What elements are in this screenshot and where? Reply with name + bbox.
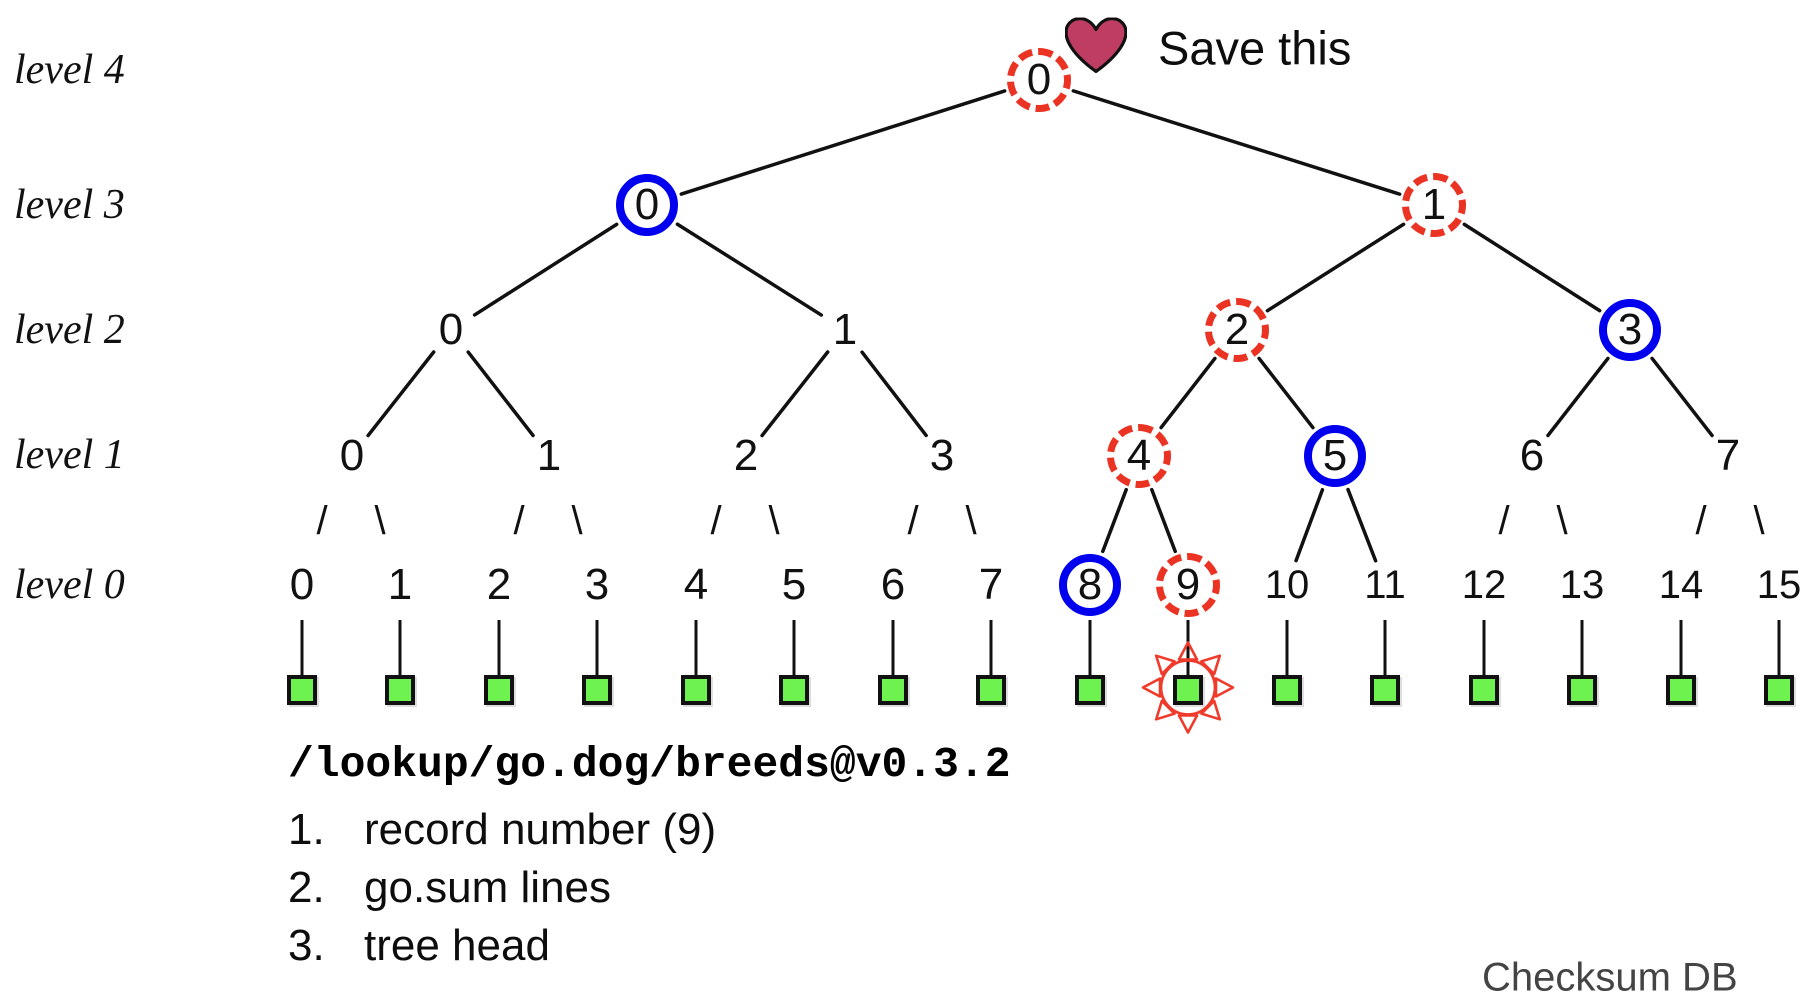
tree-node-l0-15[interactable]: 15 xyxy=(1756,563,1800,607)
lookup-response-list: 1. record number (9) 2. go.sum lines 3. … xyxy=(288,805,716,979)
list-item-text: record number (9) xyxy=(364,805,717,854)
record-box-13[interactable] xyxy=(1567,675,1597,705)
leaf-stem-12 xyxy=(1482,620,1486,675)
leaf-stem-2 xyxy=(497,620,501,675)
leaf-connector-8: / xyxy=(1498,499,1510,543)
leaf-stem-1 xyxy=(398,620,402,675)
tree-node-l3-0[interactable]: 0 xyxy=(616,174,678,236)
record-box-10[interactable] xyxy=(1272,675,1302,705)
tree-node-l1-0[interactable]: 0 xyxy=(339,431,365,480)
leaf-connector-0: / xyxy=(316,499,328,543)
tree-node-l0-9[interactable]: 9 xyxy=(1156,553,1220,617)
save-this-label: Save this xyxy=(1158,21,1352,75)
record-box-11[interactable] xyxy=(1370,675,1400,705)
level-label-2: level 2 xyxy=(14,307,125,353)
list-item-number: 2. xyxy=(288,863,325,912)
leaf-stem-0 xyxy=(300,620,304,675)
tree-node-l0-1[interactable]: 1 xyxy=(387,560,413,609)
record-box-1[interactable] xyxy=(385,675,415,705)
record-box-3[interactable] xyxy=(582,675,612,705)
leaf-stem-6 xyxy=(891,620,895,675)
record-box-9[interactable] xyxy=(1173,675,1203,705)
tree-node-l2-3[interactable]: 3 xyxy=(1599,299,1661,361)
leaf-stem-14 xyxy=(1679,620,1683,675)
leaf-connector-6: / xyxy=(907,499,919,543)
record-box-0[interactable] xyxy=(287,675,317,705)
leaf-connector-2: / xyxy=(513,499,525,543)
record-box-4[interactable] xyxy=(681,675,711,705)
tree-node-l0-10[interactable]: 10 xyxy=(1264,563,1310,607)
lookup-path: /lookup/go.dog/breeds@v0.3.2 xyxy=(288,740,1011,789)
record-box-7[interactable] xyxy=(976,675,1006,705)
leaf-stem-8 xyxy=(1088,620,1092,675)
record-box-14[interactable] xyxy=(1666,675,1696,705)
tree-node-l0-6[interactable]: 6 xyxy=(880,560,906,609)
list-item-text: go.sum lines xyxy=(364,863,612,912)
footer-label: Checksum DB xyxy=(1482,955,1738,1000)
leaf-connector-9: \ xyxy=(1556,499,1568,543)
leaf-stem-11 xyxy=(1383,620,1387,675)
level-label-4: level 0 xyxy=(14,562,125,608)
tree-node-l1-7[interactable]: 7 xyxy=(1715,431,1741,480)
record-box-6[interactable] xyxy=(878,675,908,705)
tree-node-l0-2[interactable]: 2 xyxy=(486,560,512,609)
list-item: 2. go.sum lines xyxy=(288,863,716,921)
tree-node-l0-4[interactable]: 4 xyxy=(683,560,709,609)
tree-node-l0-3[interactable]: 3 xyxy=(584,560,610,609)
tree-node-l2-2[interactable]: 2 xyxy=(1205,298,1269,362)
leaf-stem-5 xyxy=(792,620,796,675)
leaf-stem-4 xyxy=(694,620,698,675)
tree-node-l1-1[interactable]: 1 xyxy=(536,431,562,480)
list-item-number: 1. xyxy=(288,805,325,854)
list-item-number: 3. xyxy=(288,921,325,970)
tree-node-l1-6[interactable]: 6 xyxy=(1519,431,1545,480)
leaf-connector-1: \ xyxy=(374,499,386,543)
tree-node-l2-1[interactable]: 1 xyxy=(832,305,858,354)
leaf-connector-7: \ xyxy=(965,499,977,543)
record-box-2[interactable] xyxy=(484,675,514,705)
leaf-stem-13 xyxy=(1580,620,1584,675)
list-item: 3. tree head xyxy=(288,921,716,979)
record-box-5[interactable] xyxy=(779,675,809,705)
tree-node-l3-1[interactable]: 1 xyxy=(1402,173,1466,237)
record-box-12[interactable] xyxy=(1469,675,1499,705)
leaf-connector-5: \ xyxy=(768,499,780,543)
tree-node-l0-11[interactable]: 11 xyxy=(1364,563,1406,607)
tree-node-l0-13[interactable]: 13 xyxy=(1559,563,1605,607)
tree-node-l0-8[interactable]: 8 xyxy=(1059,554,1121,616)
leaf-connector-3: \ xyxy=(571,499,583,543)
tree-node-l4-0[interactable]: 0 xyxy=(1007,48,1071,112)
level-label-3: level 1 xyxy=(14,432,125,478)
tree-node-l0-14[interactable]: 14 xyxy=(1658,563,1704,607)
leaf-connector-10: / xyxy=(1695,499,1707,543)
tree-node-l1-3[interactable]: 3 xyxy=(929,431,955,480)
tree-node-l1-2[interactable]: 2 xyxy=(733,431,759,480)
level-label-0: level 4 xyxy=(14,47,125,93)
tree-node-l0-0[interactable]: 0 xyxy=(289,560,315,609)
leaf-stem-9 xyxy=(1186,620,1190,675)
record-box-15[interactable] xyxy=(1764,675,1794,705)
record-box-8[interactable] xyxy=(1075,675,1105,705)
tree-node-l0-7[interactable]: 7 xyxy=(978,560,1004,609)
level-label-1: level 3 xyxy=(14,182,125,228)
leaf-connector-11: \ xyxy=(1753,499,1765,543)
heart-icon xyxy=(1064,16,1128,79)
list-item: 1. record number (9) xyxy=(288,805,716,863)
leaf-stem-15 xyxy=(1777,620,1781,675)
leaf-stem-10 xyxy=(1285,620,1289,675)
leaf-stem-7 xyxy=(989,620,993,675)
leaf-stem-3 xyxy=(595,620,599,675)
leaf-connector-4: / xyxy=(710,499,722,543)
tree-node-l0-5[interactable]: 5 xyxy=(781,560,807,609)
list-item-text: tree head xyxy=(364,921,550,970)
tree-node-l0-12[interactable]: 12 xyxy=(1461,563,1507,607)
tree-node-l1-4[interactable]: 4 xyxy=(1107,424,1171,488)
tree-node-l1-5[interactable]: 5 xyxy=(1304,425,1366,487)
tree-node-l2-0[interactable]: 0 xyxy=(438,305,464,354)
